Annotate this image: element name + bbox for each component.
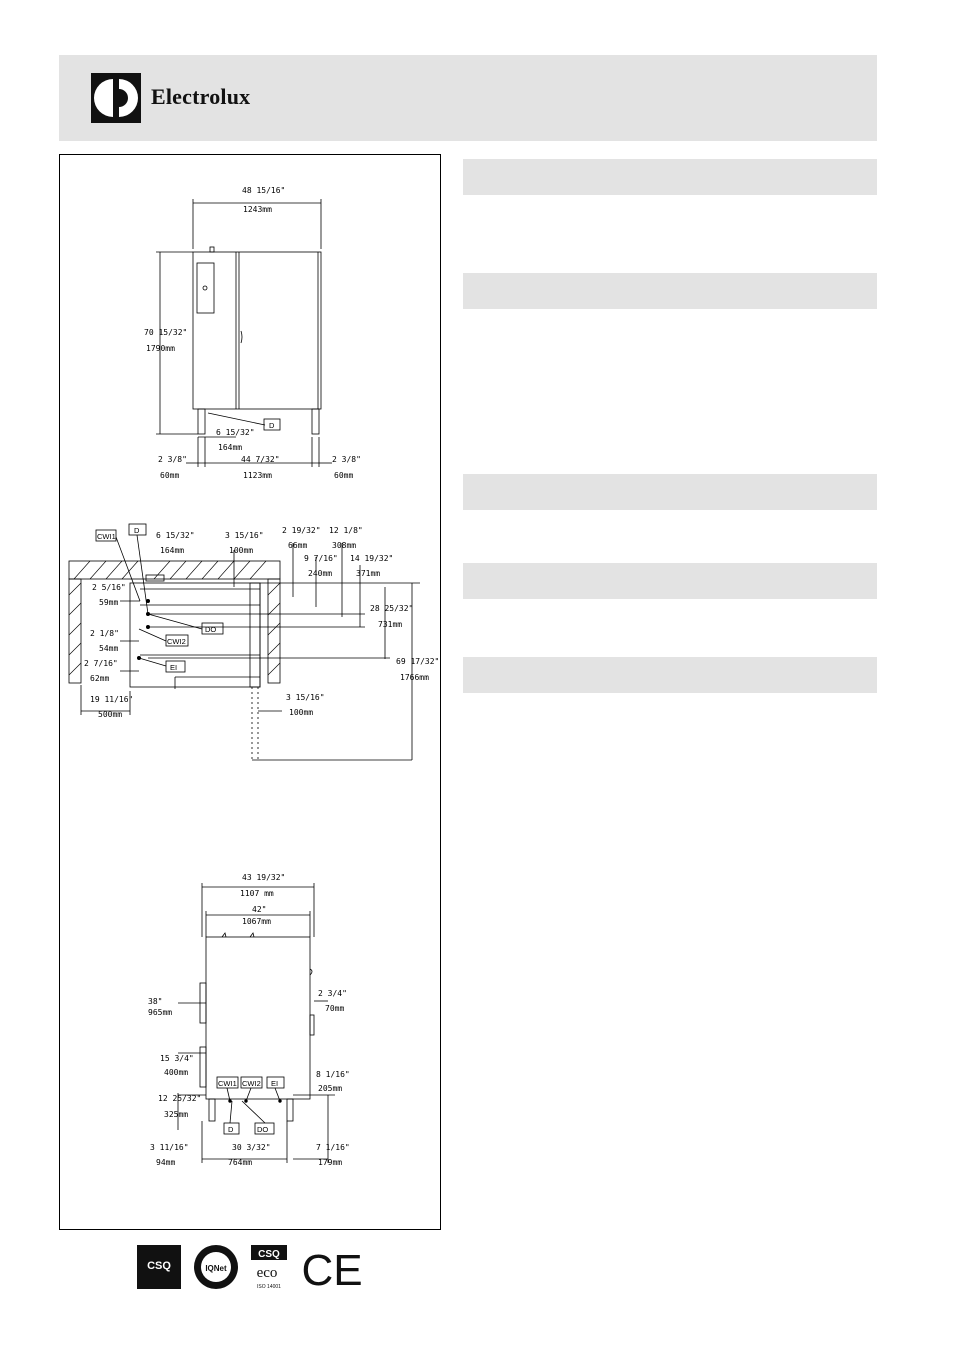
side-d6-mm: 371mm [356,569,380,578]
top-b3-in: 7 1/16" [316,1143,350,1152]
front-drain-in: 6 15/32" [216,428,255,437]
top-label-do: DO [257,1125,268,1134]
side-d1-mm: 164mm [160,546,184,555]
top-w2-in: 42" [252,905,266,914]
svg-text:CSQ: CSQ [147,1260,171,1272]
side-d10-in: 2 7/16" [84,659,118,668]
top-b1-mm: 94mm [156,1158,175,1167]
front-drain-mm: 164mm [218,443,242,452]
side-d7-in: 2 5/16" [92,583,126,592]
top-r1-mm: 70mm [325,1004,344,1013]
csq-eco-logo-icon: CSQ eco ISO 14001 [251,1245,287,1290]
top-b3-mm: 179mm [318,1158,342,1167]
front-leg-left-in: 2 3/8" [158,455,187,464]
side-d13-in: 3 15/16" [286,693,325,702]
top-l3-in: 12 25/32" [158,1094,201,1103]
side-d1-in: 6 15/32" [156,531,195,540]
brand-name: Electrolux [151,84,251,109]
svg-text:IQNet: IQNet [205,1264,227,1273]
front-leg-right-mm: 60mm [334,471,353,480]
top-w2-mm: 1067mm [242,917,271,926]
svg-text:eco: eco [257,1265,278,1281]
front-height-in: 70 15/32" [144,328,187,337]
top-l2-in: 15 3/4" [160,1054,194,1063]
technical-drawing-panel: 48 15/16" 1243mm 70 15/32" 1790mm 6 15/3… [59,154,441,1230]
ce-mark-icon: CE [301,1246,362,1295]
side-label-do: DO [205,625,216,634]
top-w1-in: 43 19/32" [242,873,285,882]
side-d12-mm: 500mm [98,710,122,719]
front-leg-span-mm: 1123mm [243,471,272,480]
side-d3-in: 2 19/32" [282,526,321,535]
iqnet-logo-icon: IQNet [194,1245,238,1289]
side-label-d: D [134,526,140,535]
side-d11-mm: 1766mm [400,673,429,682]
front-width-in: 48 15/16" [242,186,285,195]
front-height-mm: 1790mm [146,344,175,353]
side-d4-mm: 308mm [332,541,356,550]
side-d7-mm: 59mm [99,598,118,607]
side-d9-mm: 54mm [99,644,118,653]
dimension-drawings: 48 15/16" 1243mm 70 15/32" 1790mm 6 15/3… [68,186,439,1167]
side-d2-in: 3 15/16" [225,531,264,540]
top-label-cwi1: CWI1 [218,1079,237,1088]
side-d5-in: 9 7/16" [304,554,338,563]
svg-text:CE: CE [301,1246,362,1291]
front-leg-span-in: 44 7/32" [241,455,280,464]
front-leg-left-mm: 60mm [160,471,179,480]
header-bar: Electrolux [59,55,877,141]
section-bar-2 [463,273,877,309]
svg-text:CSQ: CSQ [258,1249,280,1260]
certification-logos: CSQ IQNet CSQ eco ISO 14001 CE [137,1243,367,1295]
top-l1-mm: 965mm [148,1008,172,1017]
section-bar-4 [463,563,877,599]
section-bar-3 [463,474,877,510]
top-b1-in: 3 11/16" [150,1143,189,1152]
side-d8-in: 28 25/32" [370,604,413,613]
side-d13-mm: 100mm [289,708,313,717]
top-l2-mm: 400mm [164,1068,188,1077]
top-l3-mm: 325mm [164,1110,188,1119]
top-label-d: D [228,1125,234,1134]
side-d9-in: 2 1/8" [90,629,119,638]
side-label-ei: EI [170,663,177,672]
side-label-cwi2: CWI2 [167,637,186,646]
side-d12-in: 19 11/16" [90,695,133,704]
top-w1-mm: 1107 mm [240,889,274,898]
top-label-cwi2: CWI2 [242,1079,261,1088]
front-leg-right-in: 2 3/8" [332,455,361,464]
side-label-cwi1: CWI1 [97,532,116,541]
top-label-ei: EI [271,1079,278,1088]
section-bar-5 [463,657,877,693]
side-d11-in: 69 17/32" [396,657,439,666]
top-view-drawing [177,883,335,1163]
csq-logo-icon: CSQ [137,1245,181,1289]
side-d3-mm: 66mm [288,541,307,550]
side-view-drawing [68,523,420,761]
side-d10-mm: 62mm [90,674,109,683]
section-bar-1 [463,159,877,195]
side-d4-in: 12 1/8" [329,526,363,535]
side-d8-mm: 731mm [378,620,402,629]
top-l1-in: 38" [148,997,162,1006]
front-width-mm: 1243mm [243,205,272,214]
top-b2-in: 30 3/32" [232,1143,271,1152]
top-r2-in: 8 1/16" [316,1070,350,1079]
front-drain-label: D [269,421,275,430]
svg-text:ISO 14001: ISO 14001 [257,1284,281,1290]
front-view-drawing [156,199,332,467]
side-d5-mm: 240mm [308,569,332,578]
electrolux-logo-icon [91,73,141,123]
side-d6-in: 14 19/32" [350,554,393,563]
top-r1-in: 2 3/4" [318,989,347,998]
top-b2-mm: 764mm [228,1158,252,1167]
side-d2-mm: 100mm [229,546,253,555]
top-r2-mm: 205mm [318,1084,342,1093]
